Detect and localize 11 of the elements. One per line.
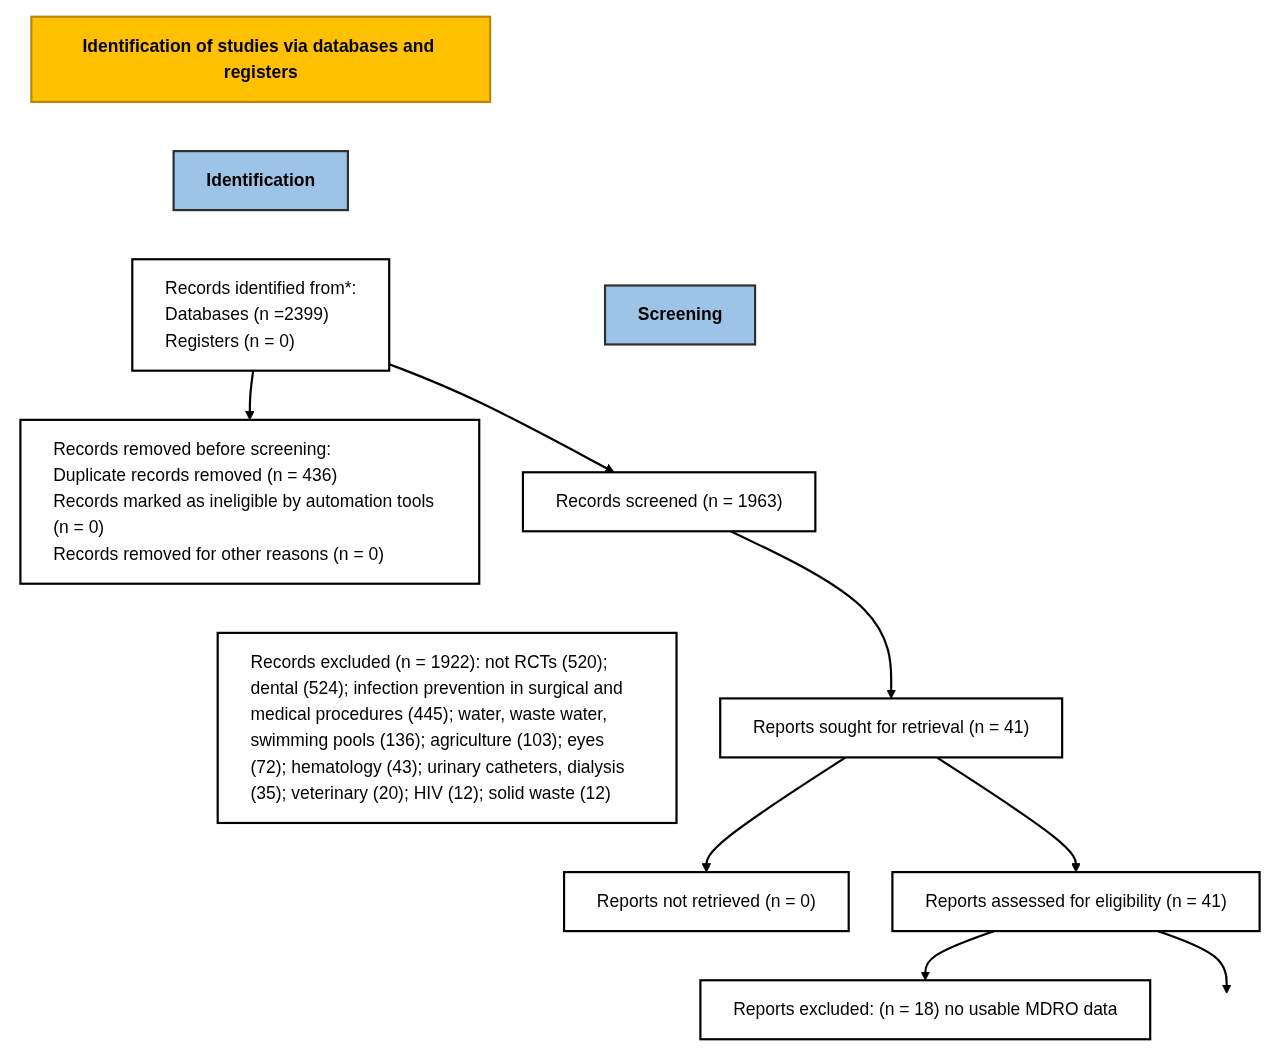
node-box: Identification of studies via databases and registers xyxy=(30,15,492,104)
node-box: Reports sought for retrieval (n = 41) xyxy=(719,697,1064,759)
node-box: Identification xyxy=(172,150,349,212)
node-box: Records screened (n = 1963) xyxy=(521,471,817,533)
node-box: Reports assessed for eligibility (n = 41) xyxy=(891,871,1261,933)
node-box: Records removed before screening: Duplicate records removed (n = 436) Records marked as ineligible by automation tools (n = 0) Records removed for other reasons (n = 0) xyxy=(19,418,481,585)
node-box: Records identified from*: Databases (n =2399) Registers (n = 0) xyxy=(131,258,391,372)
node-box: Reports not retrieved (n = 0) xyxy=(562,871,850,933)
node-box: Reports excluded: (n = 18) no usable MDRO data xyxy=(699,979,1152,1041)
node-box: Screening xyxy=(603,284,757,346)
node-box: Records excluded (n = 1922): not RCTs (520); dental (524); infection prevention in surgical and medical procedures (445); water, waste water, swimming pools (136); agriculture (103); eyes (72); hematology (43); urinary catheters, dialysis (35); veterinary (20); HIV (12); solid waste (12) xyxy=(216,631,678,825)
